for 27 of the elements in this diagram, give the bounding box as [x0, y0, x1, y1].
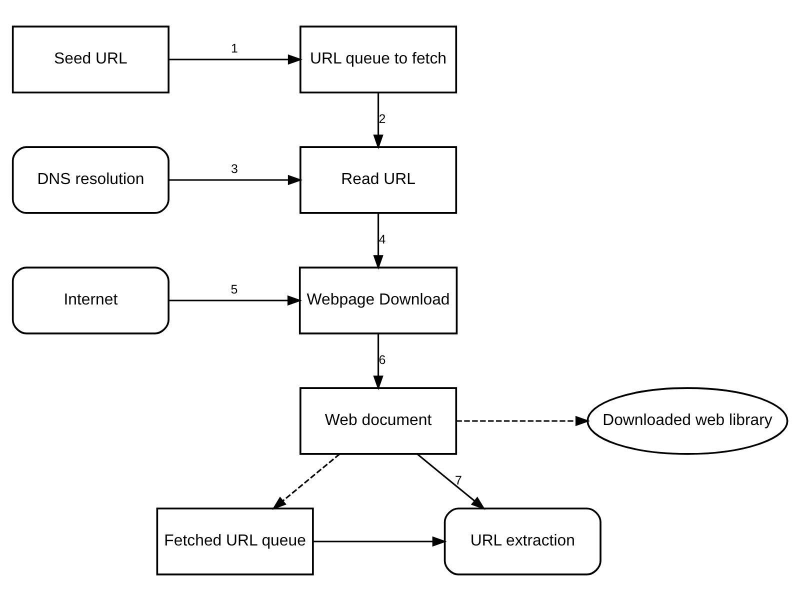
arrow: [168, 294, 302, 306]
arrow: [168, 54, 302, 64]
node-box: Webpage Download: [298, 266, 458, 334]
node-box: URL queue to fetch: [300, 25, 458, 93]
edge-label: 2: [378, 111, 386, 126]
edge-label: 1: [231, 40, 238, 55]
node-box: DNS resolution: [12, 146, 170, 214]
edge-label: 7: [454, 472, 462, 487]
arrow: [456, 415, 590, 426]
edge-label: 6: [378, 352, 386, 366]
arrow: [373, 212, 384, 270]
edge-label: 4: [378, 232, 386, 246]
node-box: Read URL: [300, 146, 458, 214]
node-box: Fetched URL queue: [156, 507, 314, 575]
arrow: [168, 174, 302, 185]
node-box: Internet: [12, 266, 170, 334]
arrow: [272, 453, 340, 510]
node-box: Seed URL: [12, 25, 170, 93]
node-ellipse: Downloaded web library: [586, 386, 788, 454]
arrow: [373, 92, 384, 149]
edge-label: 3: [231, 161, 238, 176]
arrow: [416, 453, 486, 510]
arrow: [373, 333, 384, 390]
node-box: Web document: [300, 386, 458, 454]
node-box: URL extraction: [444, 507, 602, 575]
arrow: [313, 536, 447, 546]
edge-label: 5: [230, 282, 238, 296]
